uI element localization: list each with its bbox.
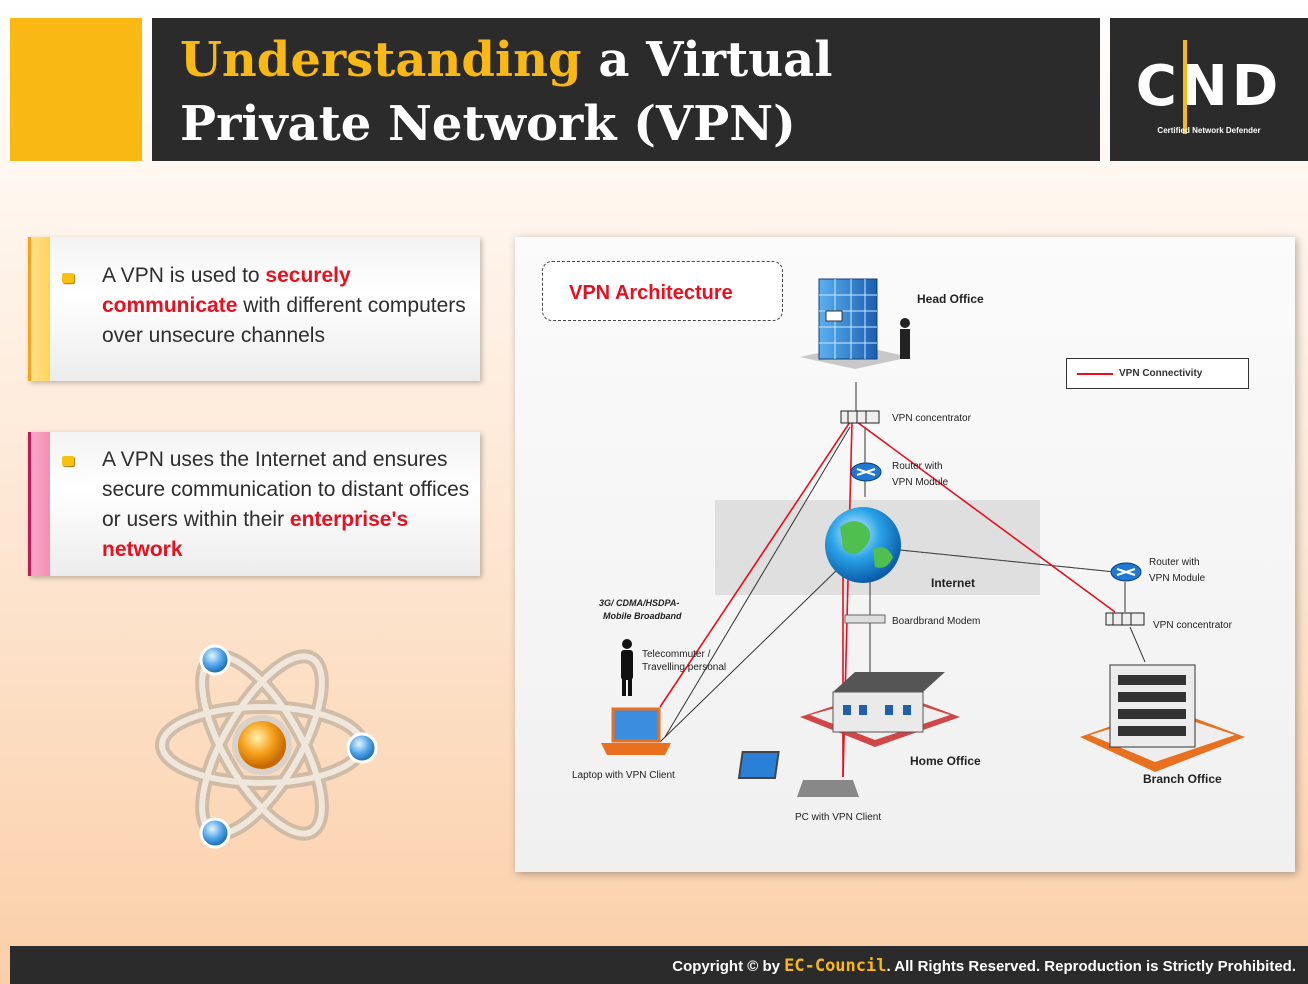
legend-label: VPN Connectivity bbox=[1119, 368, 1203, 379]
label-router-top-1: Router with bbox=[892, 461, 943, 472]
bullet-1-red-1: securely bbox=[265, 264, 351, 287]
label-router-right-1: Router with bbox=[1149, 557, 1200, 568]
title-rest: a Virtual bbox=[581, 32, 833, 88]
bullet-stripe bbox=[28, 432, 50, 576]
vpn-concentrator-right bbox=[1105, 612, 1145, 626]
bullet-stripe bbox=[28, 237, 50, 381]
label-head-office: Head Office bbox=[917, 292, 984, 306]
bullet-box-1: A VPN is used to securely communicate wit… bbox=[28, 237, 480, 381]
title-highlight: Understanding bbox=[180, 32, 582, 88]
legend: VPN Connectivity bbox=[1066, 358, 1249, 389]
label-router-top-2: VPN Module bbox=[892, 477, 949, 488]
head-office-building bbox=[800, 278, 910, 369]
logo-letters: CND bbox=[1135, 54, 1283, 119]
label-mobile-2: Mobile Broadband bbox=[603, 611, 682, 621]
bullet-2-red: enterprise's network bbox=[102, 508, 409, 561]
cnd-logo: CND Certified Network Defender bbox=[1110, 18, 1308, 161]
copyright-text: Copyright © by EC-Council. All Rights Re… bbox=[672, 956, 1296, 976]
bullet-icon bbox=[62, 273, 74, 283]
bullet-text-1: A VPN is used to securely communicate wit… bbox=[102, 261, 472, 351]
bullet-1-post: with different computers over unsecure c… bbox=[102, 294, 466, 347]
laptop-with-vpn-client bbox=[601, 707, 671, 755]
broadband-modem bbox=[844, 614, 886, 624]
logo-subtitle: Certified Network Defender bbox=[1157, 126, 1261, 135]
copyright-post: . All Rights Reserved. Reproduction is S… bbox=[886, 958, 1296, 975]
slide-title: Understanding a Virtual Private Network … bbox=[180, 28, 1080, 156]
logo-divider bbox=[1183, 40, 1187, 134]
home-office-building bbox=[800, 672, 960, 747]
label-pc: PC with VPN Client bbox=[795, 812, 882, 823]
bullet-text-2: A VPN uses the Internet and ensures secu… bbox=[102, 445, 472, 565]
title-line-2: Private Network (VPN) bbox=[180, 96, 796, 152]
vpn-concentrator-top bbox=[840, 410, 880, 424]
footer: Copyright © by EC-Council. All Rights Re… bbox=[10, 946, 1308, 984]
label-router-right-2: VPN Module bbox=[1149, 573, 1206, 584]
diagram-title: VPN Architecture bbox=[569, 282, 733, 304]
copyright-pre: Copyright © by bbox=[672, 958, 785, 975]
label-telecommuter-1: Telecommuter / bbox=[642, 649, 711, 660]
label-vpn-concentrator-right: VPN concentrator bbox=[1153, 620, 1232, 631]
accent-block bbox=[10, 18, 142, 161]
bullet-2-pre: A VPN uses the Internet and ensures secu… bbox=[102, 448, 470, 531]
branch-office-building bbox=[1080, 664, 1245, 772]
bullet-box-2: A VPN uses the Internet and ensures secu… bbox=[28, 432, 480, 576]
bullet-1-pre: A VPN is used to bbox=[102, 264, 266, 287]
top-frame bbox=[0, 0, 1308, 8]
diagram-graphics bbox=[601, 278, 1245, 797]
bullet-1-red-2: communicate bbox=[102, 294, 238, 317]
label-internet: Internet bbox=[931, 576, 976, 590]
label-branch-office: Branch Office bbox=[1143, 772, 1222, 786]
label-laptop: Laptop with VPN Client bbox=[572, 770, 675, 781]
diagram-title-box: VPN Architecture bbox=[542, 261, 783, 321]
ec-council-brand: EC-Council bbox=[784, 956, 887, 976]
pc-with-vpn-client bbox=[737, 751, 859, 797]
bullet-icon bbox=[62, 456, 74, 466]
vpn-architecture-diagram: VPN Architecture VPN Connectivity Head O… bbox=[515, 237, 1295, 872]
label-vpn-concentrator-top: VPN concentrator bbox=[892, 413, 971, 424]
label-modem: Boardbrand Modem bbox=[892, 616, 981, 627]
legend-line bbox=[1077, 373, 1113, 375]
label-telecommuter-2: Travelling personal bbox=[642, 662, 727, 673]
label-mobile-1: 3G/ CDMA/HSDPA- bbox=[599, 598, 680, 608]
title-bar: Understanding a Virtual Private Network … bbox=[152, 18, 1100, 161]
label-home-office: Home Office bbox=[910, 754, 981, 768]
telecommuter-person bbox=[621, 639, 633, 696]
atom-icon bbox=[155, 644, 378, 849]
